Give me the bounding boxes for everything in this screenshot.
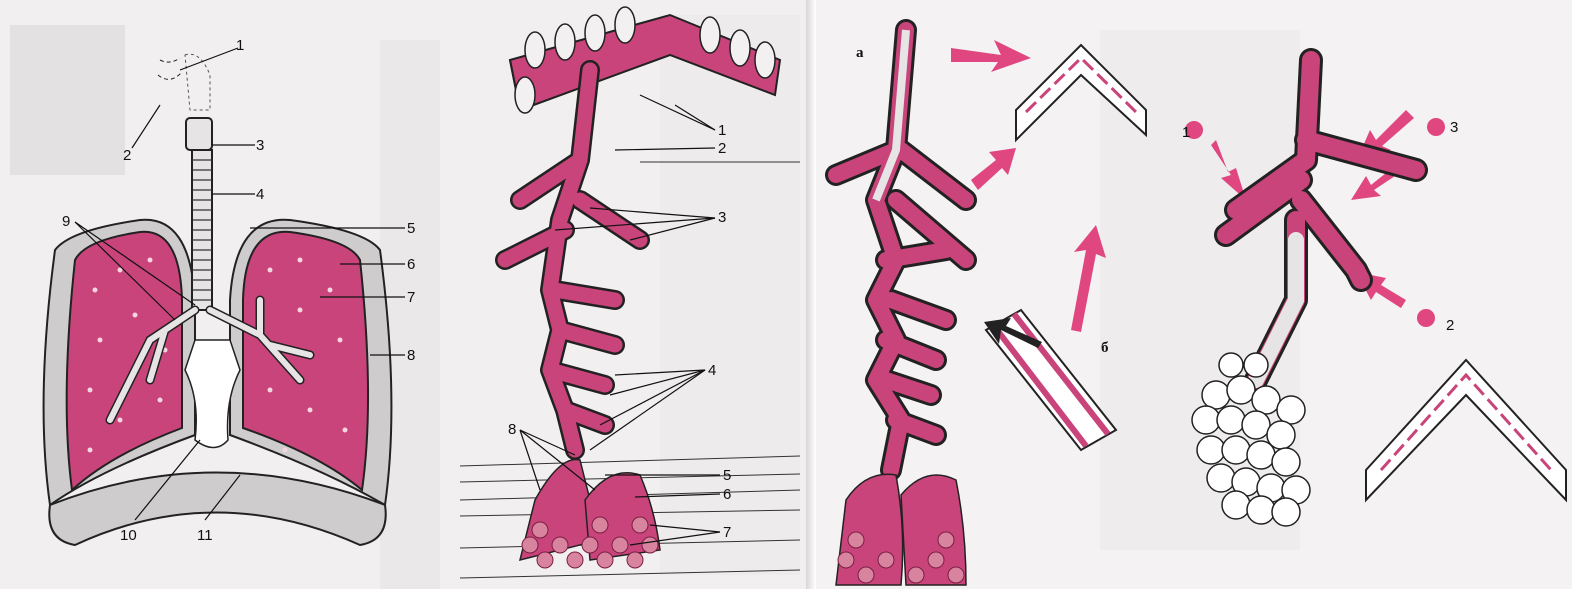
wall-section-bottom-right bbox=[1366, 360, 1566, 500]
label-7: 7 bbox=[407, 289, 415, 306]
label-4: 4 bbox=[708, 362, 716, 379]
label-2: 2 bbox=[718, 140, 726, 157]
panel-a-label: а bbox=[856, 45, 864, 61]
label-7: 7 bbox=[723, 524, 731, 541]
label-8: 8 bbox=[407, 347, 415, 364]
label-2: 2 bbox=[123, 147, 131, 164]
larynx bbox=[186, 118, 212, 150]
label-6: 6 bbox=[407, 256, 415, 273]
label-5: 5 bbox=[407, 220, 415, 237]
label-1: 1 bbox=[1182, 124, 1190, 141]
bronchial-wall-diagram: а б bbox=[816, 0, 1572, 589]
label-3: 3 bbox=[1450, 119, 1458, 136]
lungs-diagram: 1 2 3 4 5 6 7 8 9 10 11 bbox=[0, 0, 430, 589]
label-6: 6 bbox=[723, 486, 731, 503]
wall-section-top bbox=[1016, 45, 1146, 140]
arrow-down-right-icon bbox=[1211, 140, 1246, 200]
label-10: 10 bbox=[120, 527, 137, 544]
dot-marker-icon bbox=[1417, 309, 1435, 327]
pink-arrows bbox=[951, 40, 1414, 348]
alveolar-sacs bbox=[520, 460, 660, 569]
panel-a-alveoli bbox=[836, 474, 966, 585]
arrow-up-icon bbox=[1071, 225, 1106, 332]
arrow-right-icon bbox=[951, 40, 1031, 72]
label-1: 1 bbox=[718, 122, 726, 139]
label-11: 11 bbox=[197, 527, 213, 544]
bronchial-tree-diagram: 1 2 3 4 5 6 7 8 bbox=[440, 0, 806, 589]
label-2: 2 bbox=[1446, 317, 1454, 334]
label-4: 4 bbox=[256, 186, 264, 203]
label-1: 1 bbox=[236, 37, 244, 54]
arrow-up-right-icon bbox=[971, 148, 1016, 190]
right-lung bbox=[243, 232, 368, 490]
label-5: 5 bbox=[723, 467, 731, 484]
dot-marker-icon bbox=[1427, 118, 1445, 136]
diaphragm bbox=[49, 473, 385, 546]
label-9: 9 bbox=[62, 213, 70, 230]
label-8: 8 bbox=[508, 421, 516, 438]
panel-b-label: б bbox=[1101, 340, 1109, 356]
nasal-cavity-dashed bbox=[158, 58, 182, 79]
pharynx-dashed bbox=[185, 54, 210, 110]
label-3: 3 bbox=[718, 209, 726, 226]
label-3: 3 bbox=[256, 137, 264, 154]
